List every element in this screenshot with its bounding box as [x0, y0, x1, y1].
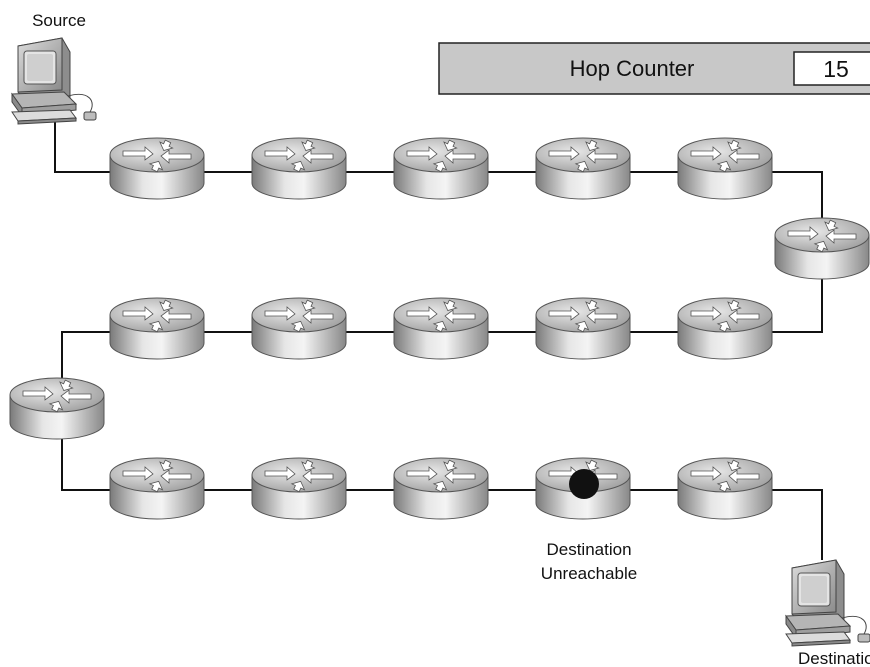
drop-marker-icon	[569, 469, 599, 499]
destination-computer-icon	[785, 559, 870, 647]
router-4	[535, 137, 631, 200]
router-1	[109, 137, 205, 200]
router-9	[393, 297, 489, 360]
hop-counter: Hop Counter 15	[438, 42, 870, 95]
link-r7-to-r12	[61, 331, 110, 395]
router-3	[393, 137, 489, 200]
router-12	[9, 377, 105, 440]
hop-counter-label: Hop Counter	[570, 56, 695, 81]
router-6	[774, 217, 870, 280]
router-5	[677, 137, 773, 200]
router-7	[109, 297, 205, 360]
link-r17-to-destination	[775, 489, 823, 560]
router-2	[251, 137, 347, 200]
link-r6-to-r11	[775, 262, 823, 333]
link-source-to-r1	[54, 122, 110, 173]
link-r5-to-r6	[775, 171, 823, 228]
unreachable-label-line2: Unreachable	[541, 564, 637, 583]
router-14	[251, 457, 347, 520]
router-8	[251, 297, 347, 360]
destination-label: Destination	[798, 649, 870, 667]
link-r12-to-r13	[61, 430, 110, 491]
hop-counter-value: 15	[823, 56, 849, 82]
router-15	[393, 457, 489, 520]
source-computer-icon	[11, 37, 97, 125]
router-11	[677, 297, 773, 360]
hop-counter-value-box	[793, 51, 870, 86]
router-10	[535, 297, 631, 360]
router-17	[677, 457, 773, 520]
unreachable-label-line1: Destination	[546, 540, 631, 559]
source-label: Source	[32, 11, 86, 30]
router-13	[109, 457, 205, 520]
